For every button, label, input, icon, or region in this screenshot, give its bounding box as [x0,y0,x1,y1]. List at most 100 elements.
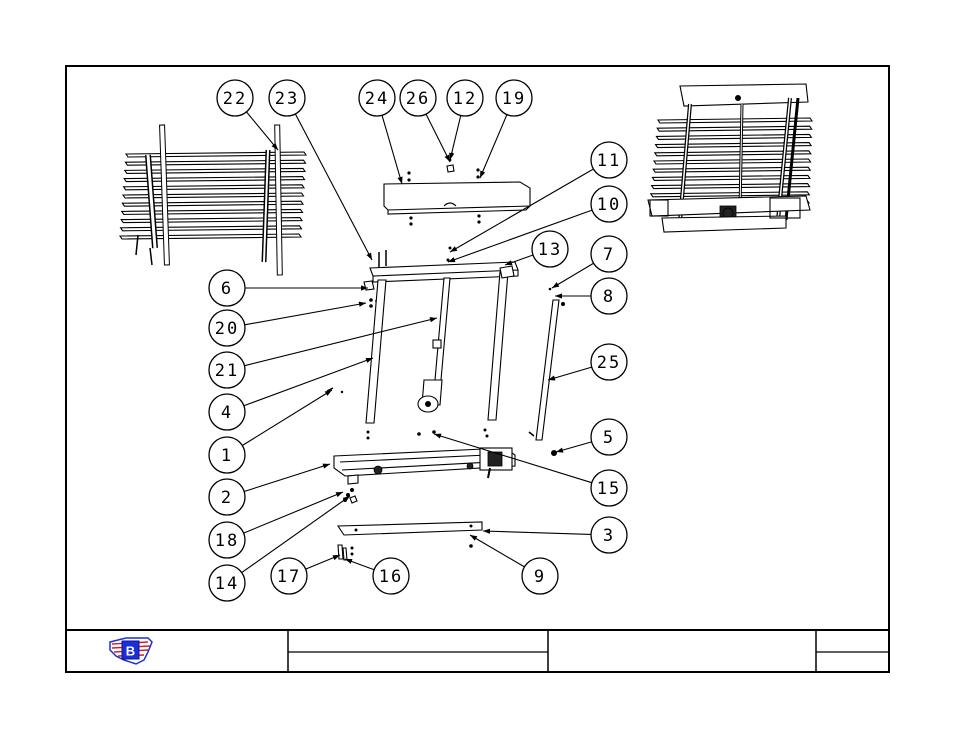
callout-number: 18 [215,531,239,551]
leader-arrowhead [548,375,556,381]
callout-number: 2 [221,488,233,508]
callout-circle [590,277,628,315]
callout-16: 16 [372,557,410,595]
slat-rod-assembly [118,124,308,276]
leader-arrowhead [483,528,491,534]
callout-15: 15 [590,469,628,507]
callout-number: 3 [603,526,615,546]
leader-arrowhead [342,496,350,503]
leader-arrowhead [450,246,458,252]
callout-number: 16 [379,567,403,587]
slat [124,151,308,158]
callout-circle [208,309,246,347]
leader-arrowhead [505,260,513,266]
leader-arrowhead [552,282,560,288]
logo-letter: B [126,644,135,659]
leader-line [482,530,592,535]
callout-number: 1 [221,446,233,466]
callout-1: 1 [208,436,246,474]
leader-line [246,111,279,151]
leader-arrowhead [397,176,403,184]
callout-number: 10 [597,195,621,215]
callout-circle [208,478,246,516]
callout-number: 7 [603,245,615,265]
slat [122,184,306,191]
slat [124,159,307,166]
leader-arrowhead [429,317,437,323]
callout-13: 13 [531,230,569,268]
leader-line [433,433,592,484]
callout-number: 25 [597,353,621,373]
leader-line [243,491,344,534]
center-frame-part [326,246,519,440]
callout-circle [495,79,533,117]
leader-arrowhead [444,154,450,162]
callout-7: 7 [590,235,628,273]
assembled-slat [652,166,812,173]
callout-6: 6 [208,269,246,307]
assembled-slat [649,191,811,198]
leader-line [479,114,508,179]
callout-circle [268,79,306,117]
callout-number: 8 [603,287,615,307]
leader-arrowhead [358,301,366,307]
callout-19: 19 [495,79,533,117]
callout-circle [208,351,246,389]
leader-arrowhead [555,293,562,299]
leader-line [294,113,373,261]
company-logo: B [109,637,153,665]
callout-circle [590,235,628,273]
leader-line [242,389,333,446]
assembled-slat [652,158,812,165]
callout-number: 13 [538,240,562,260]
slat [123,176,306,183]
callout-circle [590,141,628,179]
leader-arrowhead [361,285,368,291]
callout-17: 17 [270,557,308,595]
callout-23: 23 [268,79,306,117]
callout-circle [208,269,246,307]
callout-24: 24 [358,79,396,117]
callout-circle [208,436,246,474]
leader-line [425,113,451,163]
leader-line [447,209,593,263]
slat [120,208,304,215]
leader-arrowhead [434,433,442,439]
callout-circle [521,557,559,595]
leader-arrowhead [556,447,564,453]
callout-circle [358,79,396,117]
slat [118,233,303,240]
assembled-slat [656,117,814,124]
assembled-slat [655,133,813,140]
bottom-plate-part [336,521,483,561]
leader-line [244,302,367,326]
leader-arrowhead [365,357,373,363]
callout-circle [590,185,628,223]
leader-arrowhead [332,555,340,561]
callout-number: 22 [223,89,247,109]
slat [119,225,303,232]
bottom-track-part [333,447,516,504]
assembled-slat [650,183,811,190]
callout-number: 15 [597,479,621,499]
leader-arrowhead [324,390,332,396]
leader-line [449,115,462,161]
callout-number: 21 [215,361,239,381]
assembled-slat [656,125,813,132]
leader-line [243,357,374,407]
top-cover-part [383,152,531,226]
callout-circle [208,521,246,559]
callout-3: 3 [590,516,628,554]
slat [121,192,305,199]
leader-line [547,366,592,381]
callout-4: 4 [208,393,246,431]
callout-number: 24 [365,89,389,109]
callout-26: 26 [399,79,437,117]
assembled-slat [653,150,812,157]
callout-18: 18 [208,521,246,559]
leader-arrowhead [366,252,372,260]
callout-2: 2 [208,478,246,516]
callout-circle [531,230,569,268]
